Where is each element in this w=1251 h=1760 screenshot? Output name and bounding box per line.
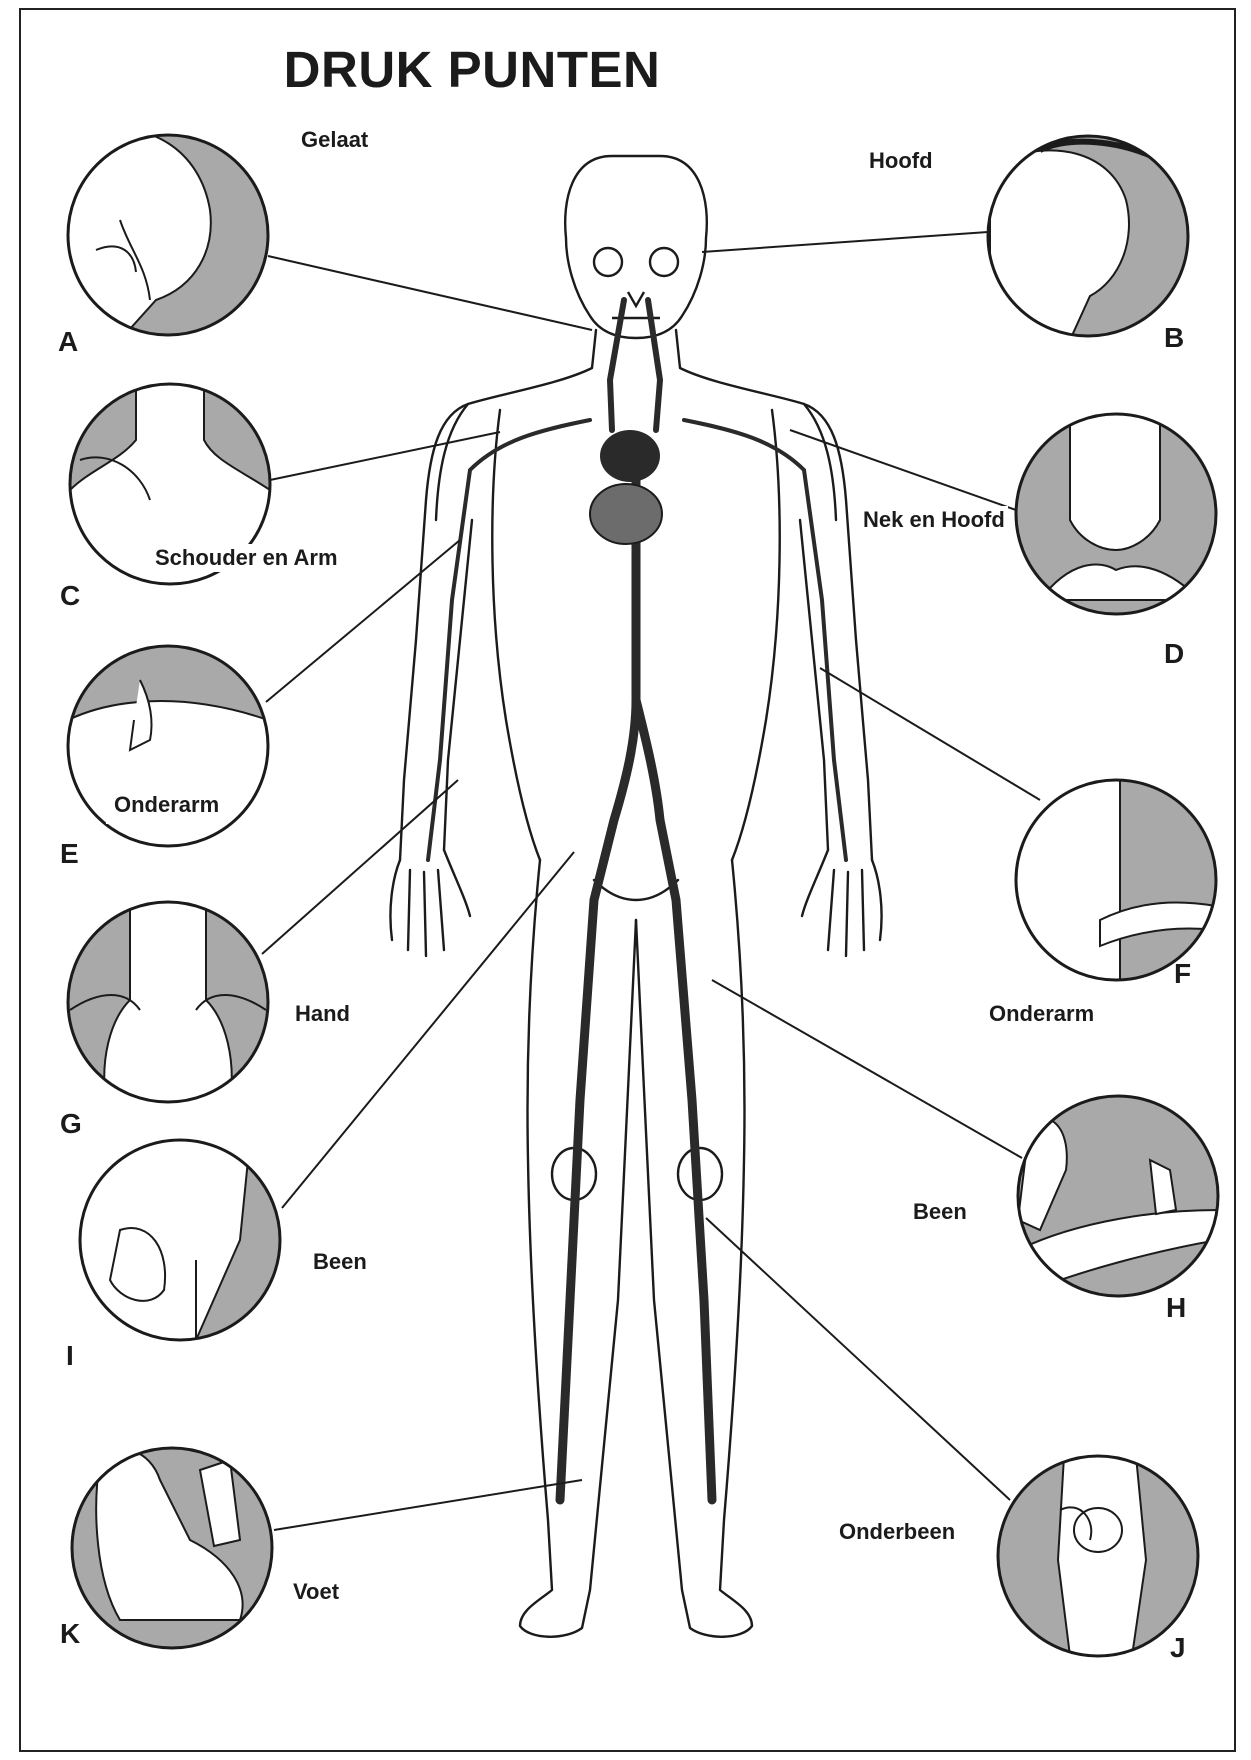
letter-a: A [58, 326, 78, 358]
label-hoofd: Hoofd [866, 147, 936, 175]
body-outline [390, 156, 881, 1637]
letter-c: C [60, 580, 80, 612]
letter-h: H [1166, 1292, 1186, 1324]
inset-circle-k [72, 1448, 272, 1648]
inset-circle-i [80, 1140, 280, 1340]
inset-circle-g [68, 902, 268, 1102]
leader-lines [262, 232, 1040, 1530]
letter-i: I [66, 1340, 74, 1372]
inset-circle-f [1016, 780, 1216, 980]
letter-f: F [1174, 958, 1191, 990]
heart [590, 430, 662, 544]
label-been-i: Been [310, 1248, 370, 1276]
inset-circle-j [998, 1456, 1198, 1656]
label-gelaat: Gelaat [298, 126, 371, 154]
letter-k: K [60, 1618, 80, 1650]
inset-circle-d [1016, 414, 1216, 614]
label-hand: Hand [292, 1000, 353, 1028]
letter-d: D [1164, 638, 1184, 670]
label-voet: Voet [290, 1578, 342, 1606]
inset-circle-h [1018, 1096, 1218, 1296]
inset-circle-a [60, 128, 268, 340]
label-been-h: Been [910, 1198, 970, 1226]
letter-g: G [60, 1108, 82, 1140]
inset-circle-b [988, 136, 1188, 340]
label-onderarm-f: Onderarm [986, 1000, 1097, 1028]
letter-b: B [1164, 322, 1184, 354]
label-onderarm-e: Onderarm [106, 786, 227, 824]
label-nek-en-hoofd: Nek en Hoofd [860, 506, 1008, 534]
label-schouder-en-arm: Schouder en Arm [152, 544, 341, 572]
letter-j: J [1170, 1632, 1186, 1664]
skull-features [594, 248, 678, 318]
letter-e: E [60, 838, 79, 870]
label-onderbeen: Onderbeen [836, 1518, 958, 1546]
